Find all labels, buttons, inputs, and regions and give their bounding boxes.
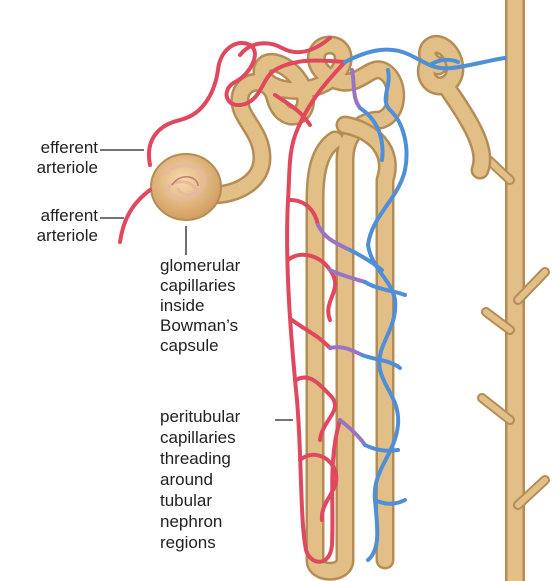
- label-line: afferent: [37, 206, 98, 226]
- label-line: tubular: [160, 490, 240, 511]
- peritubular-capillaries-label: peritubular capillaries threading around…: [160, 406, 240, 553]
- label-line: capillaries: [160, 276, 240, 296]
- label-line: inside: [160, 296, 240, 316]
- label-line: nephron: [160, 511, 240, 532]
- nephron-tubules: [210, 44, 482, 571]
- label-line: arteriole: [37, 158, 98, 178]
- label-line: peritubular: [160, 406, 240, 427]
- label-line: regions: [160, 532, 240, 553]
- collecting-duct: [478, 0, 545, 581]
- glomerular-capillaries-label: glomerular capillaries inside Bowman’s c…: [160, 256, 240, 356]
- bowmans-capsule: [151, 154, 221, 220]
- label-line: Bowman’s: [160, 316, 240, 336]
- label-line: capillaries: [160, 427, 240, 448]
- label-line: arteriole: [37, 226, 98, 246]
- label-line: glomerular: [160, 256, 240, 276]
- label-line: capsule: [160, 336, 240, 356]
- efferent-arteriole-label: efferent arteriole: [37, 138, 98, 178]
- label-line: threading: [160, 448, 240, 469]
- label-line: around: [160, 469, 240, 490]
- label-line: efferent: [37, 138, 98, 158]
- afferent-arteriole-label: afferent arteriole: [37, 206, 98, 246]
